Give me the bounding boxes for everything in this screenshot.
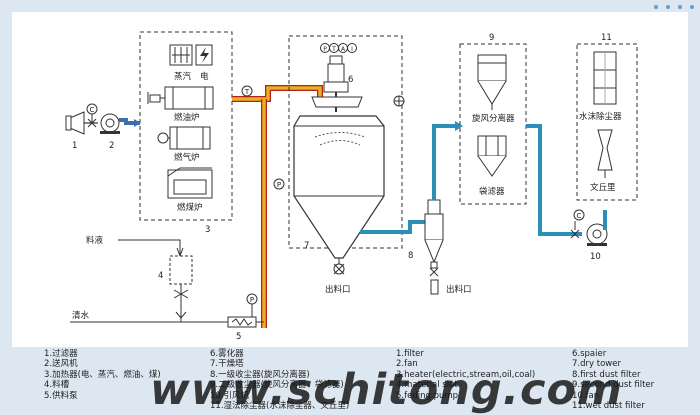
material-slot-icon bbox=[169, 255, 193, 312]
legend-item: 10.引风机 bbox=[210, 390, 250, 401]
legend-item: 7.dry tower bbox=[572, 359, 621, 370]
legend-item: 3.heater(electric,stream,oil,coal) bbox=[396, 369, 536, 380]
feed-pump-icon bbox=[227, 316, 257, 328]
legend-item: 3.加热器(电、蒸汽、燃油、煤) bbox=[44, 369, 161, 380]
pressure-symbol-tower: P bbox=[277, 181, 281, 189]
legend-item: 5.供料泵 bbox=[44, 390, 78, 401]
num-5: 5 bbox=[236, 332, 241, 342]
second-filter-box bbox=[459, 43, 527, 205]
watermark-text: www.schitong.com bbox=[150, 365, 623, 415]
num-8: 8 bbox=[408, 251, 413, 261]
exhaust-pipe-2 bbox=[432, 124, 460, 200]
atomizer-a-symbol: A bbox=[341, 46, 346, 53]
cyclone-outlet-label: 出料口 bbox=[446, 284, 472, 295]
cyclone-label: 旋风分离器 bbox=[472, 113, 515, 124]
legend-en-right: 6.spaier 7.dry tower 8.first dust filter… bbox=[572, 349, 654, 411]
hot-air-pipe bbox=[232, 85, 323, 328]
gas-furnace-icon bbox=[157, 126, 211, 150]
control-symbol: C bbox=[90, 106, 95, 114]
venturi-icon bbox=[597, 129, 613, 178]
atomizer-p-symbol: P bbox=[323, 46, 327, 53]
clean-water-label: 清水 bbox=[72, 310, 90, 321]
control-symbol-fan: C bbox=[577, 212, 582, 220]
temperature-sensor-tower-icon bbox=[393, 95, 405, 107]
legend-item: 4.料槽 bbox=[44, 380, 70, 391]
air-filter-icon bbox=[65, 111, 85, 135]
control-valve-fan-icon: C bbox=[570, 209, 585, 239]
bag-filter-label: 袋滤器 bbox=[479, 186, 505, 197]
control-valve-icon: C bbox=[86, 103, 98, 128]
blower-fan-icon bbox=[100, 113, 120, 134]
num-2: 2 bbox=[109, 141, 114, 151]
wet-filter-box bbox=[576, 43, 638, 201]
exhaust-pipe-3 bbox=[526, 124, 582, 236]
atomizer-t-symbol: T bbox=[331, 46, 336, 53]
oil-furnace-label: 燃油炉 bbox=[174, 112, 200, 123]
legend-cn-right: 6.雾化器 7.干燥塔 8.一级收尘器(旋风分离器) 9.二级收尘器(旋风分离器… bbox=[210, 349, 349, 411]
electric-label: 电 bbox=[200, 71, 209, 82]
atomizer-instrument-icons: P T A I bbox=[320, 43, 357, 53]
num-6: 6 bbox=[348, 75, 353, 85]
num-11: 11 bbox=[601, 33, 612, 43]
legend-en-left: 1.filter 2.fan 3.heater(electric,stream,… bbox=[396, 349, 535, 401]
legend-item: 2.fan bbox=[396, 359, 418, 370]
decor-dots bbox=[654, 5, 694, 9]
feed-liquid-label: 料液 bbox=[86, 235, 104, 246]
feed-liquid-line bbox=[118, 239, 181, 254]
num-4: 4 bbox=[158, 271, 163, 281]
legend-item: 5.feding pump bbox=[396, 390, 459, 401]
legend-item: 7.干燥塔 bbox=[210, 359, 244, 370]
atomizer-i-symbol: I bbox=[351, 46, 353, 53]
electric-icon bbox=[195, 44, 213, 66]
legend-item: 8.first dust filter bbox=[572, 369, 641, 380]
air-distributor bbox=[311, 96, 363, 108]
legend-item: 11.wet dust filter bbox=[572, 400, 645, 411]
legend-item: 4.material slot bbox=[396, 380, 458, 391]
coal-furnace-icon bbox=[167, 167, 213, 199]
dry-tower-icon bbox=[293, 115, 385, 275]
num-1: 1 bbox=[72, 141, 77, 151]
num-3: 3 bbox=[205, 225, 210, 235]
steam-icon bbox=[169, 44, 193, 66]
pressure-sensor-icon: P bbox=[273, 178, 285, 190]
venturi-label: 文丘里 bbox=[590, 182, 616, 193]
num-10: 10 bbox=[590, 252, 601, 262]
gas-furnace-label: 燃气炉 bbox=[174, 152, 200, 163]
induced-draft-fan-icon bbox=[586, 223, 608, 246]
steam-label: 蒸汽 bbox=[174, 71, 192, 82]
wet-dust-collector-icon bbox=[593, 51, 617, 105]
oil-furnace-icon bbox=[147, 86, 214, 110]
cyclone-separator-icon bbox=[477, 54, 507, 110]
coal-furnace-label: 燃煤炉 bbox=[177, 202, 203, 213]
legend-item: 11.湿法除尘器(水沫除尘器、文丘里) bbox=[210, 400, 350, 411]
legend-item: 8.一级收尘器(旋风分离器) bbox=[210, 369, 310, 380]
legend-item: 6.spaier bbox=[572, 349, 607, 359]
legend-item: 2.送风机 bbox=[44, 359, 78, 370]
legend-item: 10.fan bbox=[572, 390, 600, 401]
pressure-symbol-pump: P bbox=[250, 296, 254, 304]
legend-cn-left: 1.过滤器 2.送风机 3.加热器(电、蒸汽、燃油、煤) 4.料槽 5.供料泵 bbox=[44, 349, 161, 401]
legend-item: 1.filter bbox=[396, 349, 424, 359]
legend-item: 1.过滤器 bbox=[44, 349, 78, 359]
temperature-symbol: T bbox=[244, 88, 250, 96]
bag-filter-icon bbox=[477, 135, 507, 177]
wet-dust-label: 水沫除尘器 bbox=[579, 111, 622, 122]
temperature-sensor-icon: T bbox=[241, 85, 253, 97]
num-7: 7 bbox=[304, 241, 309, 251]
legend-item: 9.二级收尘器(旋风分离器、袋滤器) bbox=[210, 380, 344, 391]
pressure-gauge-icon: P bbox=[246, 293, 258, 320]
exhaust-pipe-1 bbox=[384, 220, 426, 234]
num-9: 9 bbox=[489, 33, 494, 43]
heater-group-box bbox=[139, 31, 233, 221]
legend-item: 6.雾化器 bbox=[210, 349, 244, 359]
legend-item: 9.second dust filter bbox=[572, 380, 655, 391]
first-dust-filter-icon bbox=[424, 199, 444, 295]
atomizer-icon bbox=[323, 55, 349, 112]
tower-outlet-label: 出料口 bbox=[325, 284, 351, 295]
